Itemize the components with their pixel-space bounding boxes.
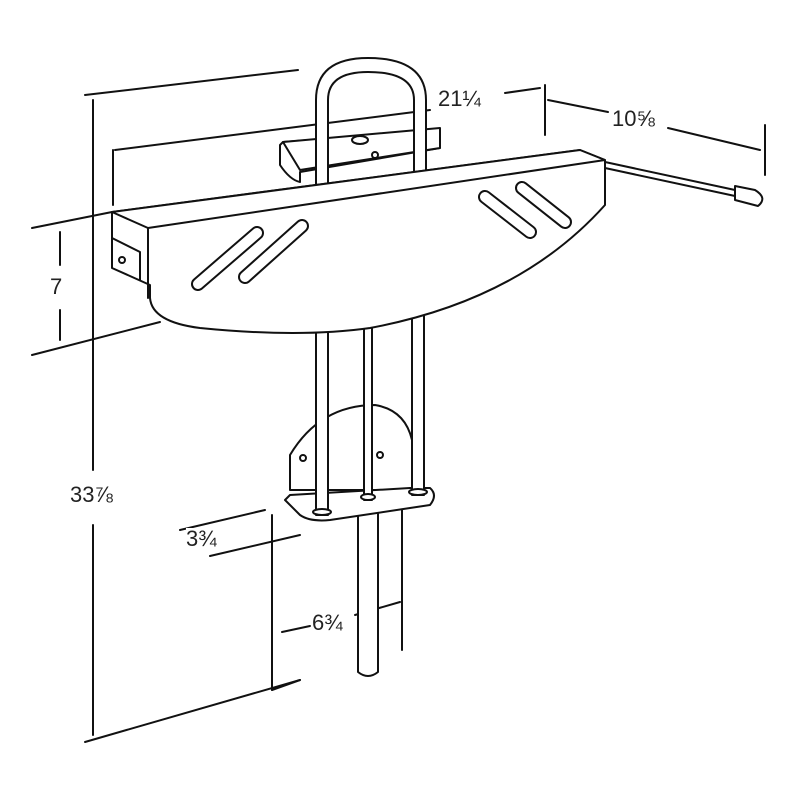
dimension-clamp-offset: 3¾ — [186, 526, 217, 551]
shelf — [111, 149, 606, 334]
mounting-pole — [357, 504, 379, 677]
dimension-shelf-height: 7 — [50, 274, 63, 299]
dimension-overall-height: 33⅞ — [70, 482, 113, 507]
shelf-slots — [191, 181, 572, 291]
adjustment-handle — [604, 161, 764, 207]
dimension-depth: 10⅝ — [612, 106, 655, 131]
dimension-pole-length: 6¾ — [312, 610, 343, 635]
dimension-lines — [31, 69, 766, 743]
dimension-width: 21¼ — [438, 86, 481, 111]
